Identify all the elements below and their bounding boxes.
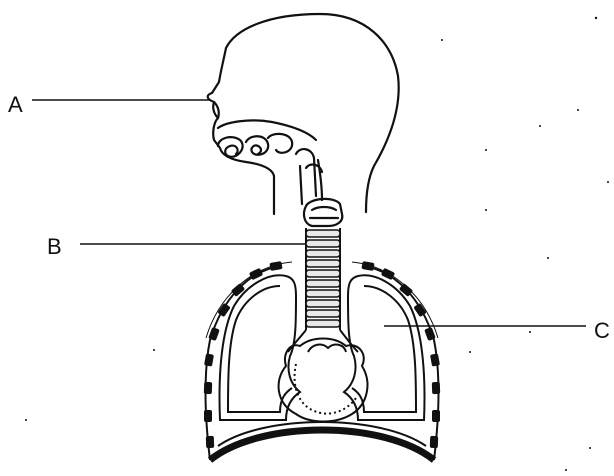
nasal-conchae <box>218 134 292 157</box>
label-b: B <box>47 236 62 258</box>
pharynx <box>296 149 316 196</box>
trachea-rings <box>306 230 340 327</box>
label-c: C <box>594 320 610 342</box>
label-a: A <box>8 94 23 116</box>
head-outline <box>208 14 399 214</box>
left-bronchus <box>288 330 306 352</box>
larynx <box>304 199 342 226</box>
